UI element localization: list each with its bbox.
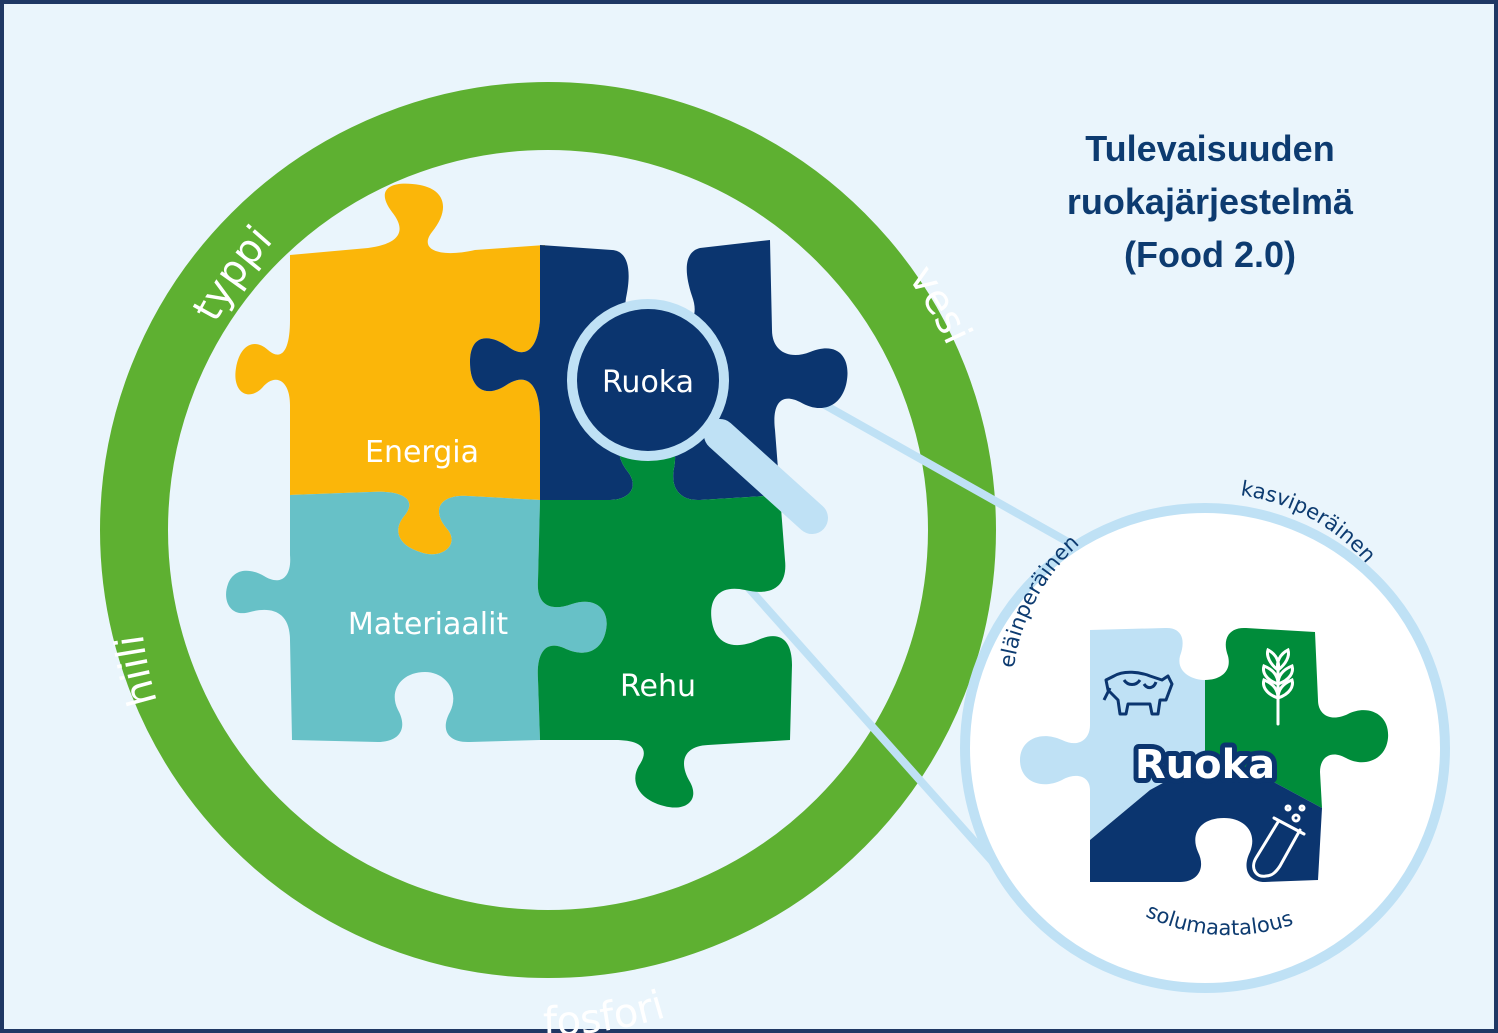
puzzle-piece-energia: [235, 183, 545, 555]
piece-label-ruoka: Ruoka: [602, 365, 694, 400]
title-line-2: ruokajärjestelmä: [1066, 181, 1354, 222]
nutrient-cycle-ring: [100, 82, 996, 978]
piece-label-energia: Energia: [365, 435, 479, 470]
zoom-segment-kasviperainen: [1205, 627, 1389, 808]
ring-label-fosfori: fosfori: [543, 982, 670, 1033]
magnifying-glass-icon: [567, 299, 828, 534]
diagram-title: Tulevaisuuden ruokajärjestelmä (Food 2.0…: [1020, 122, 1400, 281]
wheat-icon: [1262, 647, 1294, 726]
piece-label-materiaalit: Materiaalit: [348, 607, 509, 642]
puzzle-piece-materiaalit: [226, 491, 607, 743]
title-line-3: (Food 2.0): [1124, 234, 1296, 275]
cow-icon: [1102, 670, 1174, 716]
zoom-segment-elainperainen: [1020, 627, 1205, 840]
zoom-center-label: Ruoka: [1135, 742, 1275, 788]
piece-label-rehu: Rehu: [620, 669, 696, 704]
title-line-1: Tulevaisuuden: [1085, 128, 1335, 169]
zoom-segment-solumaatalous: [1090, 760, 1322, 882]
zoom-puzzle-piece: [1020, 627, 1389, 882]
test-tube-icon: [1252, 804, 1306, 878]
puzzle-piece-rehu: [537, 427, 792, 808]
